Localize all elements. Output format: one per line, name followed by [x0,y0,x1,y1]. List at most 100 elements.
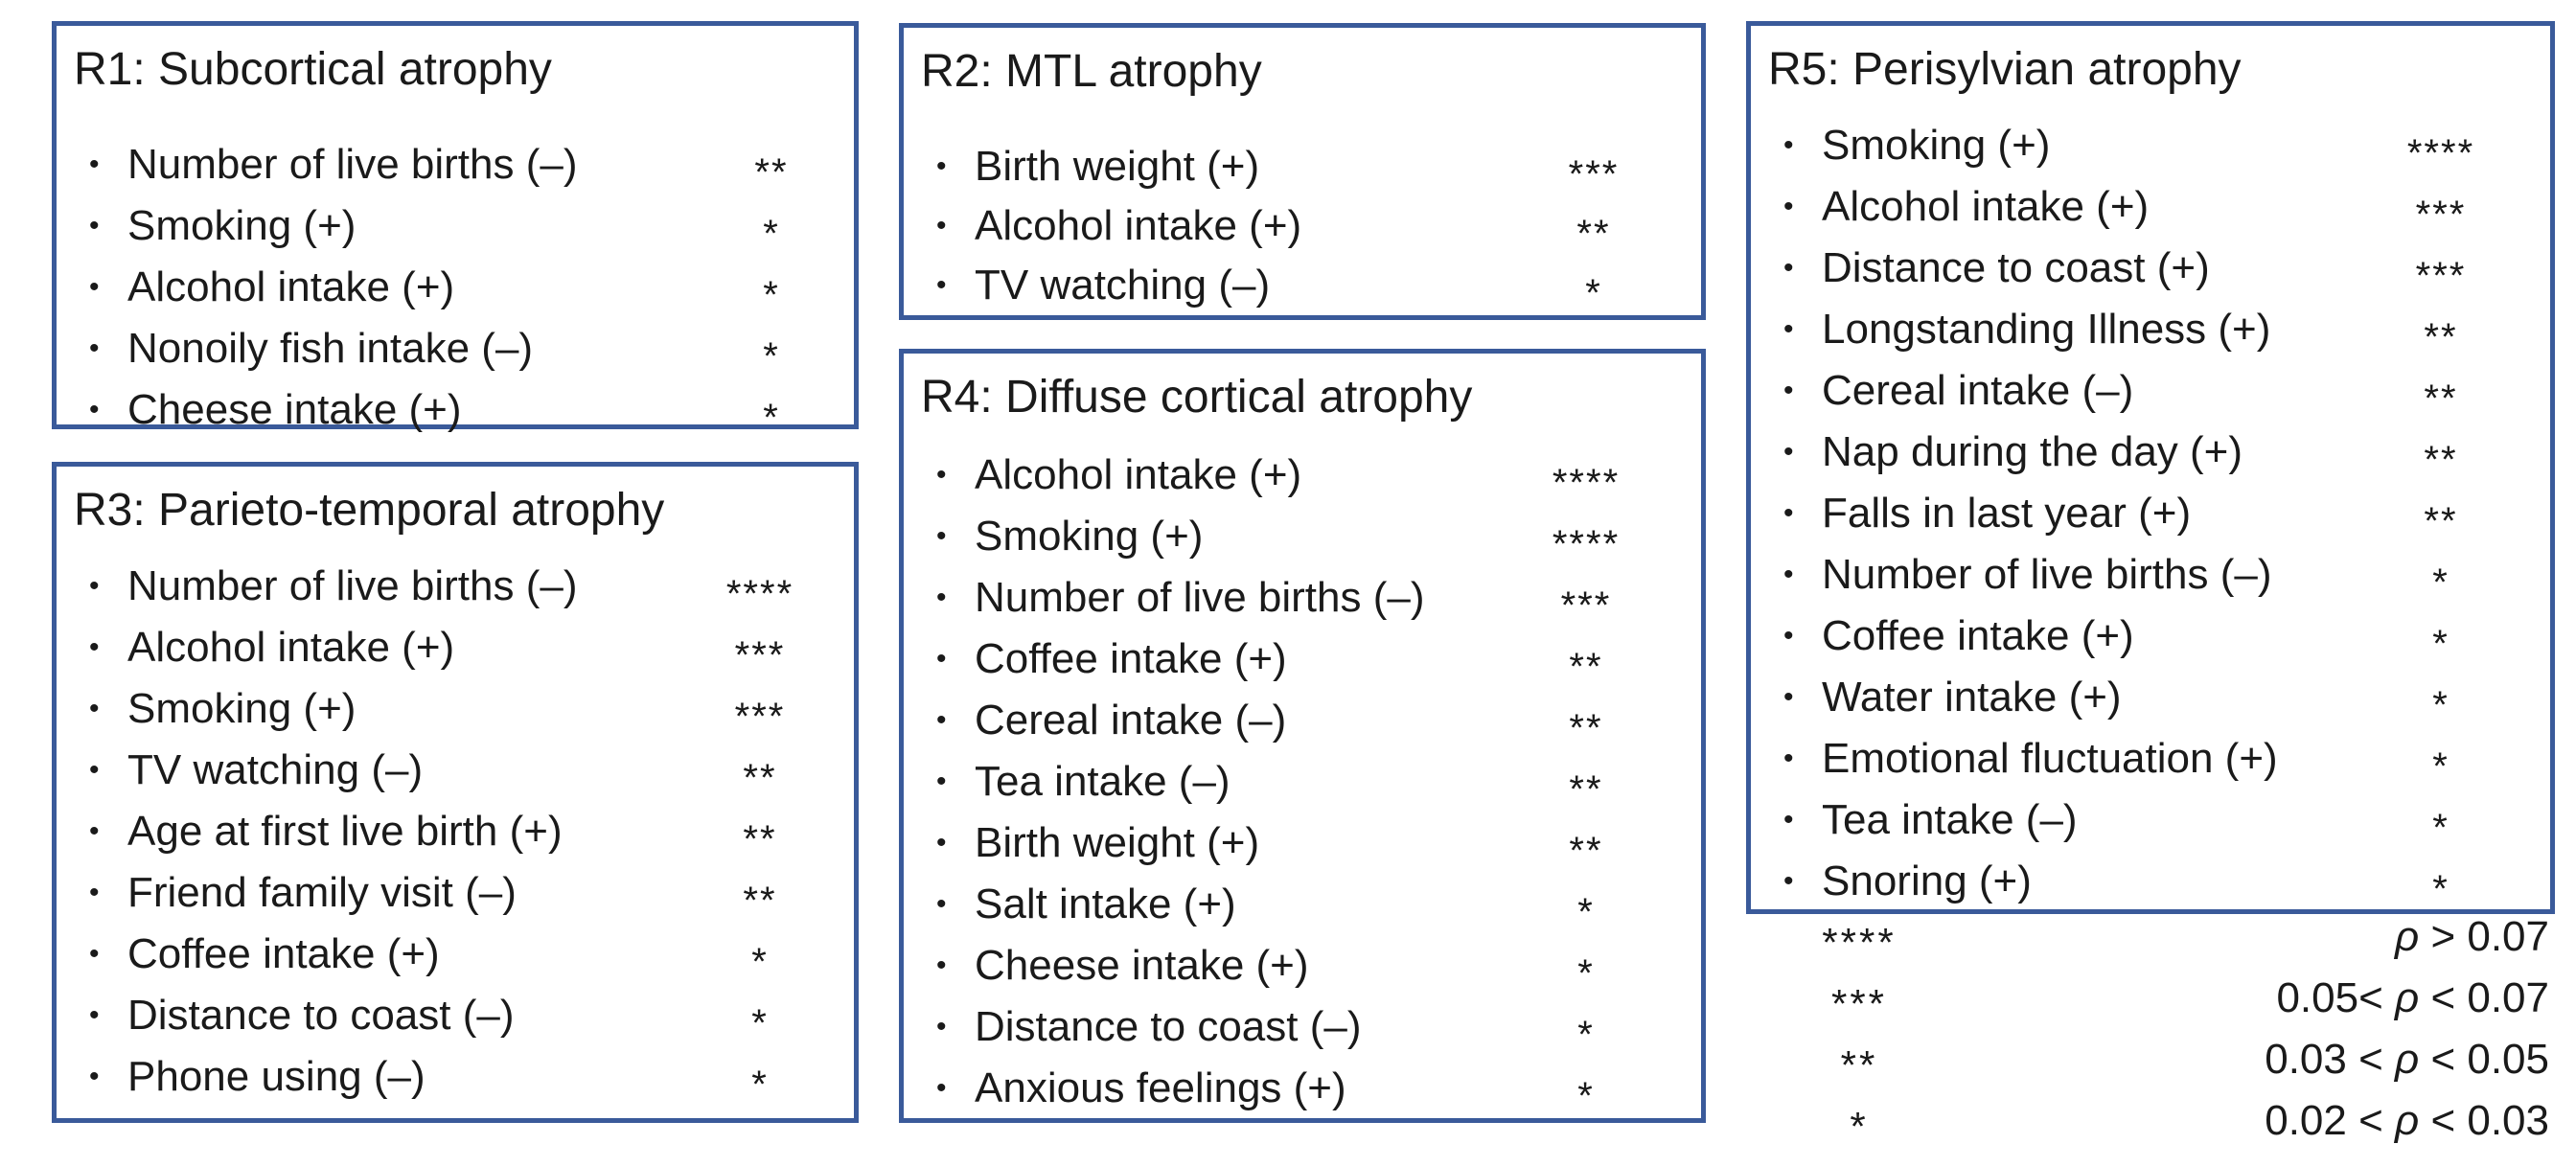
significance-stars: * [2432,623,2450,665]
bullet-icon: • [89,570,100,602]
factor-label: Number of live births (–) [127,141,578,188]
significance-stars: ** [1569,768,1603,811]
significance-stars: * [751,1064,769,1106]
factor-item: • Coffee intake (+) * [1751,612,2550,665]
factor-item: •Cheese intake (+)* [904,942,1701,995]
significance-stars: ** [2424,500,2458,542]
factor-item: •Coffee intake (+)** [904,635,1701,688]
bullet-icon: • [936,950,947,981]
bullet-icon: • [936,888,947,920]
panel-r5: R5: Perisylvian atrophy •Smoking (+)****… [1746,21,2555,914]
significance-stars: *** [2415,194,2467,236]
significance-stars: ** [2424,378,2458,420]
factor-label: Number of live births (–) [127,562,578,609]
legend-stars: *** [1830,981,1888,1026]
significance-stars: *** [1568,153,1620,195]
significance-stars: * [763,274,780,316]
significance-stars: **** [2406,132,2475,174]
panel-title: R5: Perisylvian atrophy [1768,44,2242,95]
bullet-icon: • [89,332,100,364]
panel-title: R3: Parieto-temporal atrophy [74,485,665,536]
legend-stars: * [1850,1104,1869,1149]
panel-title: R4: Diffuse cortical atrophy [921,372,1473,423]
factor-item: •Birth weight (+)** [904,819,1701,872]
significance-stars: * [1577,891,1595,933]
panel-r4: R4: Diffuse cortical atrophy • Alcohol in… [899,349,1706,1123]
significance-stars: ** [743,757,777,799]
factor-label: Number of live births (–) [975,574,1425,621]
legend-stars: **** [1822,920,1897,965]
bullet-icon: • [1783,620,1794,652]
legend-range: ρ > 0.07 [2395,913,2549,960]
factor-label: Alcohol intake (+) [975,451,1302,498]
factor-label: Phone using (–) [127,1053,426,1100]
factor-item: •Age at first live birth (+)** [57,808,854,860]
bullet-icon: • [936,582,947,613]
factor-label: Falls in last year (+) [1822,490,2192,537]
factor-item: •Nonoily fish intake (–)* [57,325,854,378]
panel-r3: R3: Parieto-temporal atrophy • Number of … [52,462,859,1123]
bullet-icon: • [89,210,100,241]
factor-label: Smoking (+) [1822,122,2051,169]
factor-label: TV watching (–) [975,262,1271,309]
factor-item: •Anxious feelings (+)* [904,1064,1701,1117]
bullet-icon: • [89,754,100,786]
factor-item: • Cheese intake (+) * [57,386,854,439]
legend-row: ** 0.03 < ρ < 0.05 [1782,1033,2549,1087]
factor-item: •Number of live births (–)*** [904,574,1701,627]
bullet-icon: • [936,1072,947,1104]
panel-r1: R1: Subcortical atrophy • Number of live … [52,21,859,439]
factor-item: • TV watching (–) ** [57,746,854,799]
bullet-icon: • [1783,804,1794,835]
bullet-icon: • [936,150,947,182]
bullet-icon: • [89,877,100,908]
factor-item: •Alcohol intake (+)*** [1751,183,2550,236]
bullet-icon: • [936,459,947,491]
panel-title: R1: Subcortical atrophy [74,44,552,95]
significance-stars: ** [1576,213,1611,255]
significance-stars: * [2432,807,2450,849]
significance-stars: ** [743,880,777,922]
factor-label: TV watching (–) [127,746,424,793]
factor-label: Coffee intake (+) [975,635,1287,682]
factor-item: •Cereal intake (–)** [904,697,1701,749]
factor-item: •TV watching (–)* [904,262,1701,314]
significance-stars: *** [2415,255,2467,297]
legend-range: 0.03 < ρ < 0.05 [2265,1036,2549,1083]
factor-label: Coffee intake (+) [1822,612,2134,659]
factor-label: Friend family visit (–) [127,869,517,916]
bullet-icon: • [89,394,100,425]
factor-label: Cheese intake (+) [127,386,462,433]
factor-label: Cereal intake (–) [975,697,1287,744]
significance-stars: * [751,941,769,983]
bullet-icon: • [89,999,100,1031]
legend-range: 0.05< ρ < 0.07 [2276,974,2549,1021]
significance-stars: * [1585,272,1602,314]
significance-stars: * [763,335,780,378]
significance-stars: ** [2424,439,2458,481]
significance-stars: **** [1552,462,1621,504]
significance-stars: ** [1569,707,1603,749]
factor-item: •Emotional fluctuation (+)* [1751,735,2550,788]
legend-stars: ** [1840,1042,1878,1087]
factor-label: Distance to coast (–) [975,1003,1362,1050]
factor-item: • Alcohol intake (+) **** [904,451,1701,504]
bullet-icon: • [936,827,947,858]
factor-item: •Falls in last year (+)** [1751,490,2550,542]
factor-item: •Water intake (+)* [1751,674,2550,726]
factor-item: •Alcohol intake (+)*** [57,624,854,676]
factor-item: •Snoring (+)* [1751,858,2550,910]
factor-item: •Alcohol intake (+)** [904,202,1701,255]
bullet-icon: • [89,631,100,663]
factor-label: Water intake (+) [1822,674,2122,721]
factor-item: •Number of live births (–)**** [57,562,854,615]
significance-stars: * [751,1002,769,1044]
factor-label: Alcohol intake (+) [975,202,1302,249]
factor-label: Tea intake (–) [1822,796,2078,843]
factor-label: Salt intake (+) [975,881,1236,927]
significance-stars: * [1577,1075,1595,1117]
factor-label: Alcohol intake (+) [127,624,455,671]
factor-label: Alcohol intake (+) [127,263,455,310]
significance-stars: * [763,397,780,439]
factor-label: Emotional fluctuation (+) [1822,735,2278,782]
